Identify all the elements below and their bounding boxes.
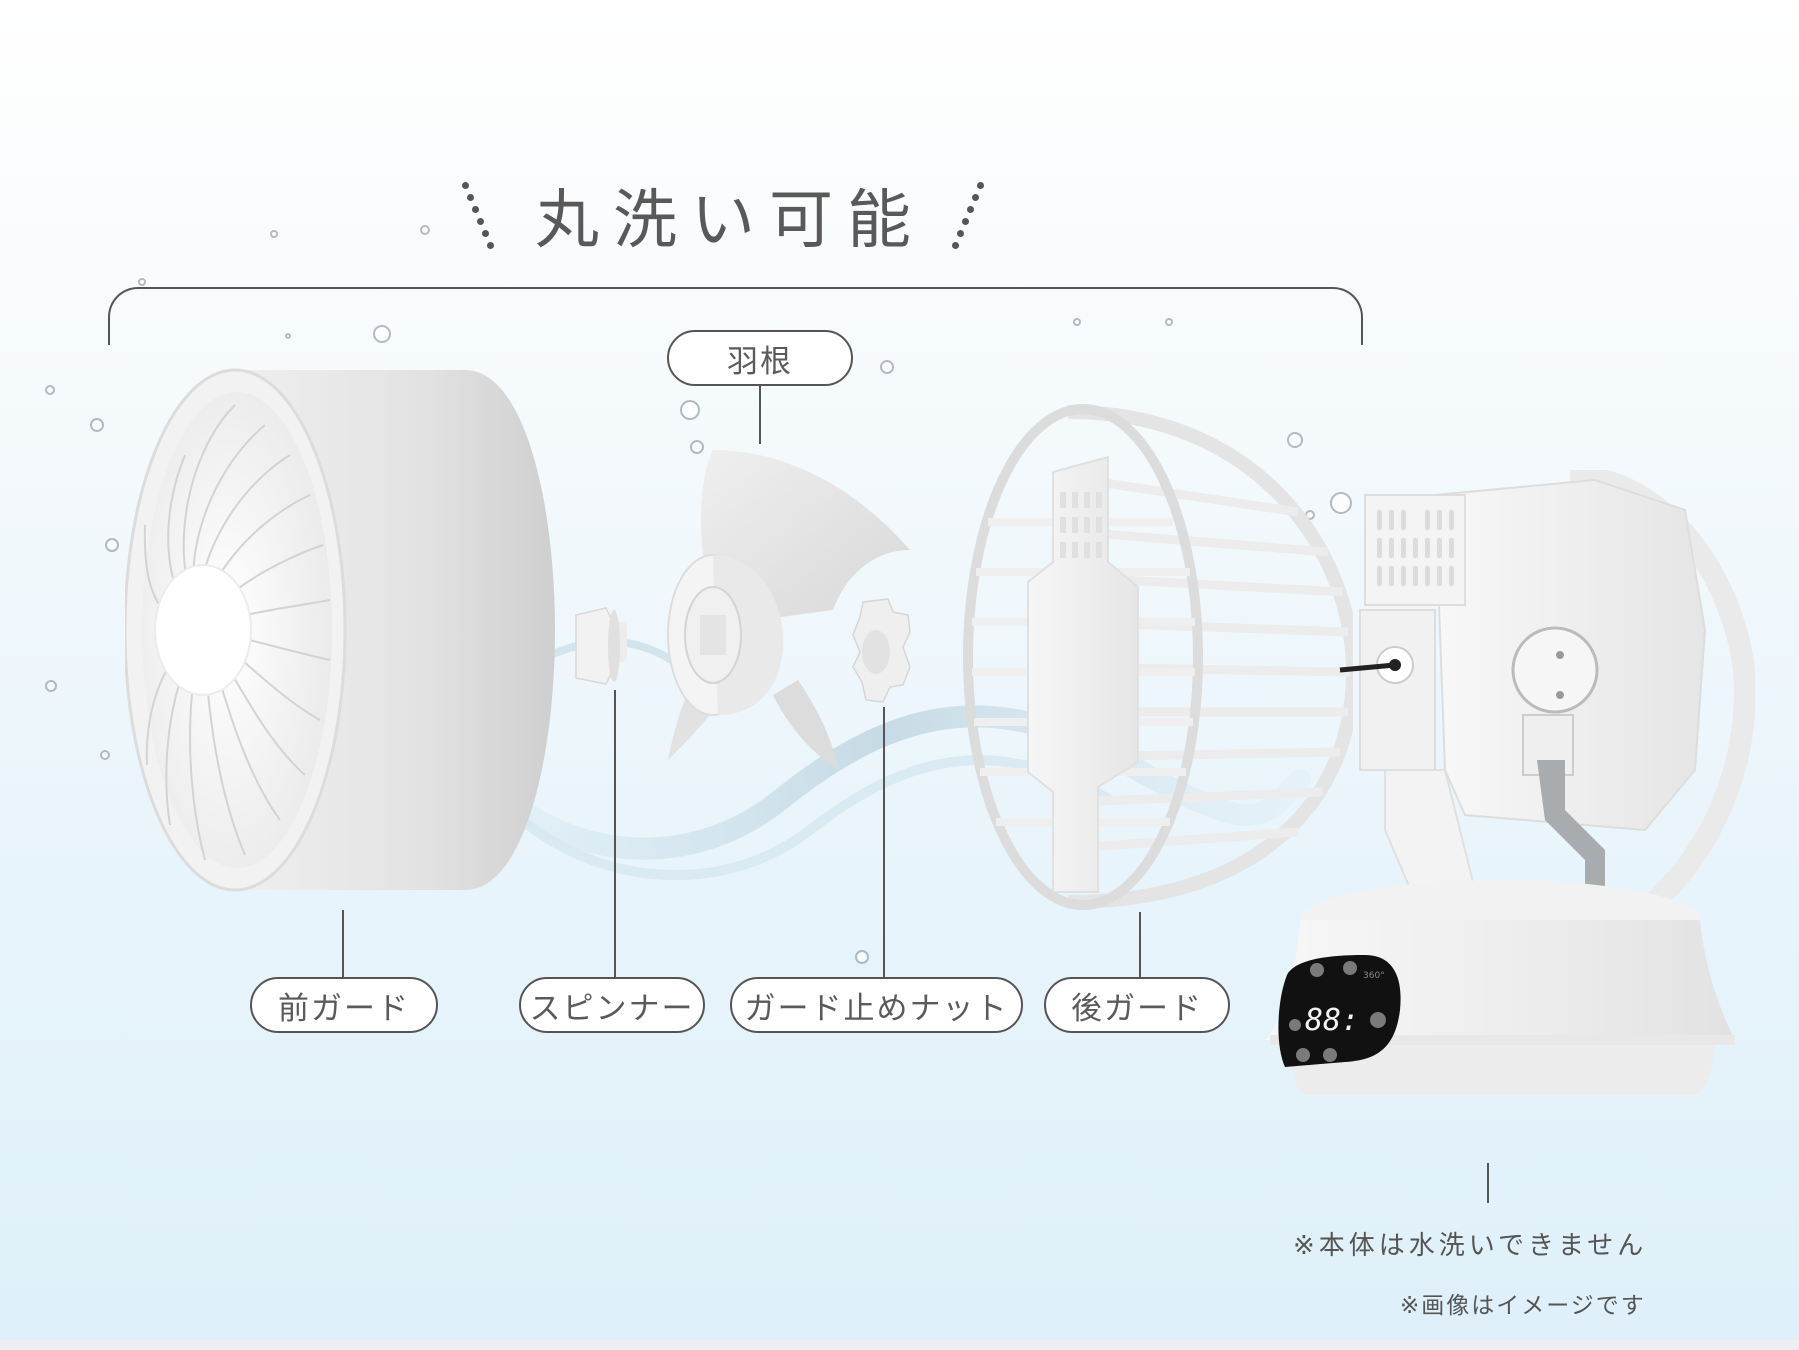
- image-disclaimer-note: ※画像はイメージです: [1400, 1293, 1646, 1319]
- svg-text:88:: 88:: [1305, 1003, 1359, 1038]
- guard-nut-image: [852, 598, 911, 703]
- front-guard-leader: [342, 910, 344, 978]
- title-left-dots: [462, 178, 502, 258]
- bottom-band: [0, 1340, 1799, 1350]
- guard-nut-leader: [883, 707, 885, 978]
- rear-guard-leader: [1139, 912, 1141, 978]
- front-guard-label: 前ガード: [250, 977, 438, 1033]
- body-not-washable-note: ※本体は水洗いできません: [1293, 1231, 1648, 1261]
- headline: 丸洗い可能: [460, 170, 1000, 260]
- spinner-label: スピンナー: [519, 977, 705, 1033]
- spinner-leader: [614, 690, 616, 978]
- blade-image: [667, 450, 910, 770]
- guard-nut-label: ガード止めナット: [730, 977, 1023, 1033]
- rear-guard-label: 後ガード: [1044, 977, 1230, 1033]
- main-unit-image: 88: 360°: [1265, 470, 1755, 1095]
- main-unit-leader: [1487, 1163, 1489, 1203]
- spinner-image: [575, 607, 627, 685]
- blade-label: 羽根: [667, 330, 853, 386]
- rear-guard-image: [963, 404, 1353, 910]
- svg-text:360°: 360°: [1363, 971, 1385, 981]
- title-right-dots: [950, 178, 990, 258]
- headline-title: 丸洗い可能: [535, 184, 925, 258]
- front-guard-image: [125, 368, 555, 892]
- blade-leader: [759, 382, 761, 444]
- washable-parts-bracket: [108, 287, 1363, 345]
- blade-label-text: 羽根: [727, 343, 793, 380]
